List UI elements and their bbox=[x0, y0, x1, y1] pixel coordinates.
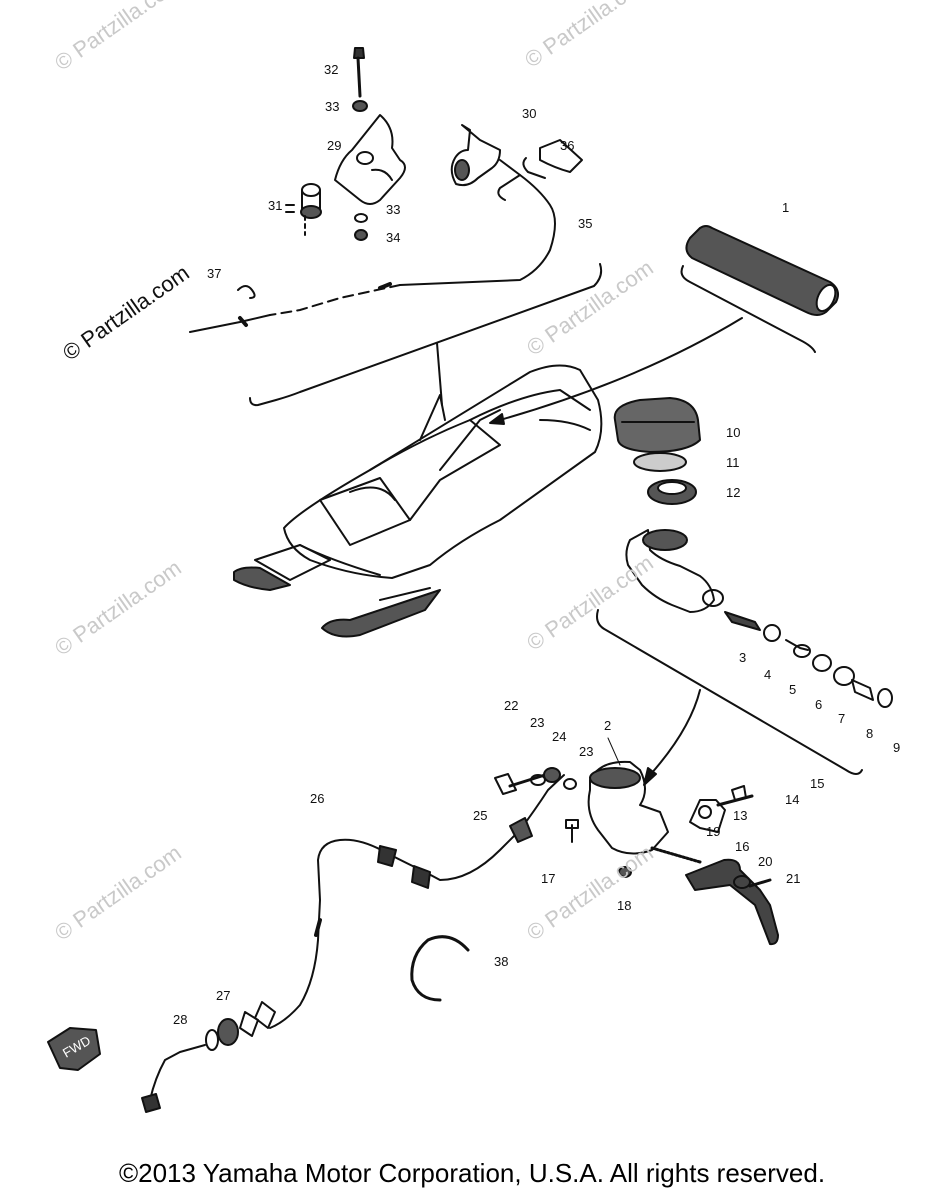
callout-21: 21 bbox=[786, 871, 801, 886]
grip-bracket bbox=[680, 265, 816, 353]
callout-12: 12 bbox=[726, 485, 741, 500]
forward-direction-arrow bbox=[47, 1027, 101, 1071]
callout-8: 8 bbox=[866, 726, 874, 741]
callout-18: 18 bbox=[617, 898, 632, 913]
callout-27: 27 bbox=[216, 988, 231, 1003]
callout-23b: 23 bbox=[579, 744, 594, 759]
callout-17: 17 bbox=[541, 871, 556, 886]
callout-25: 25 bbox=[473, 808, 488, 823]
callout-33b: 33 bbox=[386, 202, 401, 217]
callout-16: 16 bbox=[735, 839, 750, 854]
callout-13: 13 bbox=[733, 808, 748, 823]
callout-32: 32 bbox=[324, 62, 339, 77]
master-cylinder-assembly bbox=[494, 760, 779, 946]
snowmobile-illustration bbox=[233, 364, 603, 638]
callout-3: 3 bbox=[739, 650, 747, 665]
callout-14: 14 bbox=[785, 792, 800, 807]
throttle-bracket bbox=[249, 263, 603, 407]
callout-33a: 33 bbox=[325, 99, 340, 114]
callout-23a: 23 bbox=[530, 715, 545, 730]
callout-28: 28 bbox=[173, 1012, 188, 1027]
callout-36: 36 bbox=[560, 138, 575, 153]
callout-1: 1 bbox=[782, 200, 790, 215]
callout-29: 29 bbox=[327, 138, 342, 153]
callout-22: 22 bbox=[504, 698, 519, 713]
callout-7: 7 bbox=[838, 711, 846, 726]
callout-20: 20 bbox=[758, 854, 773, 869]
callout-38: 38 bbox=[494, 954, 509, 969]
callout-15: 15 bbox=[810, 776, 825, 791]
callout-11: 11 bbox=[726, 455, 740, 470]
throttle-cable-parts bbox=[189, 124, 583, 333]
brake-hose-assembly bbox=[141, 774, 565, 1113]
callout-4: 4 bbox=[764, 667, 772, 682]
callout-34: 34 bbox=[386, 230, 401, 245]
callout-6: 6 bbox=[815, 697, 823, 712]
callout-10: 10 bbox=[726, 425, 741, 440]
hose-clip-part bbox=[410, 935, 470, 1002]
callout-37: 37 bbox=[207, 266, 222, 281]
callout-19: 19 bbox=[706, 824, 721, 839]
callout-26: 26 bbox=[310, 791, 325, 806]
callout-30: 30 bbox=[522, 106, 537, 121]
callout-31: 31 bbox=[268, 198, 283, 213]
callout-5: 5 bbox=[789, 682, 797, 697]
copyright-footer: ©2013 Yamaha Motor Corporation, U.S.A. A… bbox=[118, 1158, 826, 1188]
lever-bracket-parts bbox=[285, 47, 406, 241]
callout-24: 24 bbox=[552, 729, 567, 744]
callout-35: 35 bbox=[578, 216, 593, 231]
callout-9: 9 bbox=[893, 740, 901, 755]
cylinder-bracket bbox=[596, 609, 863, 775]
callout-2: 2 bbox=[604, 718, 612, 733]
master-cylinder-exploded bbox=[613, 397, 893, 708]
handlebar-grip-part bbox=[685, 225, 839, 316]
